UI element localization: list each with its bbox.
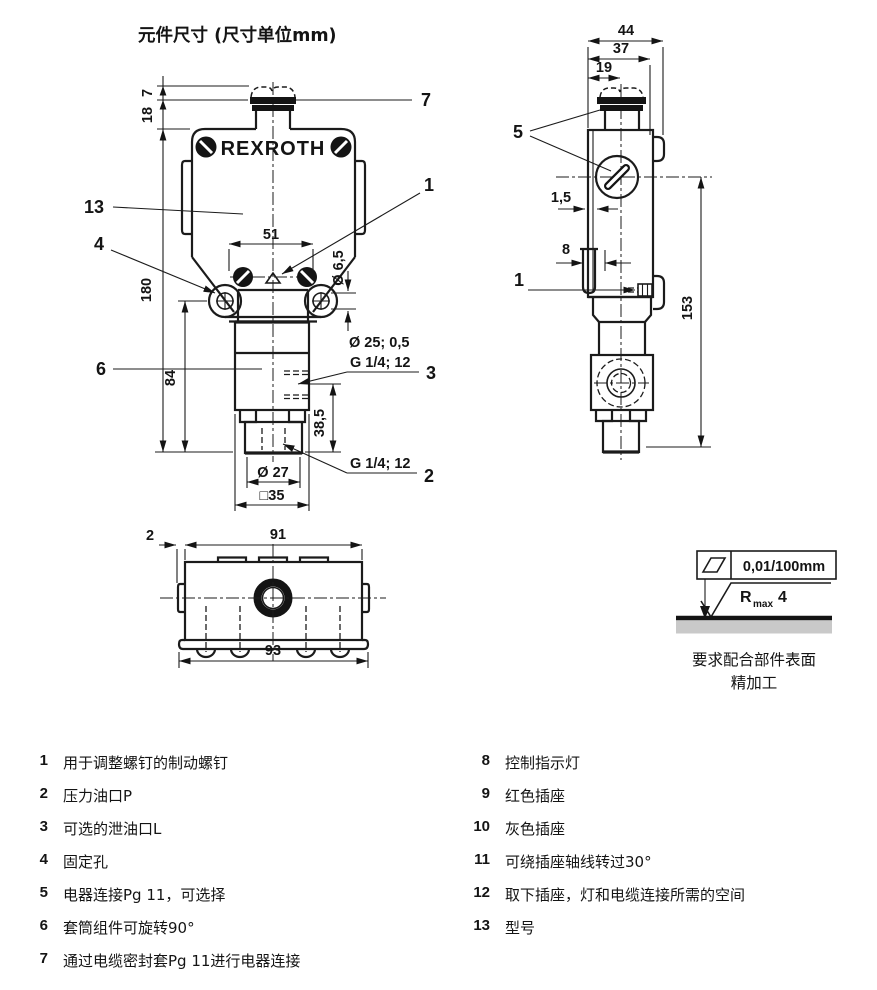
dim-7: 7	[140, 89, 156, 97]
legend-num: 11	[474, 851, 490, 868]
dim-153: 153	[680, 296, 696, 320]
dimension-drawing: 元件尺寸 (尺寸单位mm) REXROTH	[84, 23, 837, 692]
callout-7: 7	[421, 90, 431, 110]
side-view: 44 37 19 1,5 8 153 5 1	[513, 23, 712, 460]
dim-1-5: 1,5	[551, 190, 571, 206]
legend-num: 10	[473, 818, 490, 835]
legend-num: 8	[481, 752, 490, 769]
callout-3: 3	[426, 363, 436, 383]
dim-18: 18	[140, 107, 156, 123]
flatness-icon	[701, 557, 727, 573]
dim-84: 84	[163, 370, 179, 386]
callout-13: 13	[84, 197, 104, 217]
dim-180: 180	[139, 278, 155, 302]
legend-text: 灰色插座	[505, 820, 566, 838]
legend-text: 固定孔	[63, 853, 109, 871]
legend-num: 5	[39, 884, 48, 901]
legend-item-10: 10 灰色插座	[460, 818, 745, 851]
dim-91: 91	[270, 527, 286, 543]
callout-2: 2	[424, 466, 434, 486]
legend-item-11: 11 可绕插座轴线转过30°	[460, 851, 745, 884]
pressure-port-stub	[243, 420, 304, 455]
legend-num: 2	[39, 785, 48, 802]
mounting-ears	[207, 283, 339, 319]
dim-38-5: 38,5	[312, 409, 328, 437]
legend-num: 4	[39, 851, 48, 868]
legend-text: 通过电缆密封套Pg 11进行电器连接	[63, 952, 301, 970]
cable-gland-front	[250, 86, 296, 129]
callout-6: 6	[96, 359, 106, 379]
legend-right-column: 8 控制指示灯 9 红色插座 10 灰色插座 11 可绕插座轴线转过30° 12 取下插座…	[460, 752, 745, 950]
callout-1: 1	[424, 175, 434, 195]
dim-51: 51	[263, 227, 279, 243]
legend-text: 套筒组件可旋转90°	[63, 919, 195, 937]
dim-44: 44	[618, 23, 634, 39]
bottom-view: 2 91 93	[146, 527, 386, 668]
page-title: 元件尺寸 (尺寸单位mm)	[138, 25, 337, 46]
sleeve-assembly	[233, 320, 311, 424]
indicator-light-window	[594, 154, 640, 200]
dim-sq-35: □35	[260, 488, 285, 504]
legend-item-5: 5 电器连接Pg 11，可选择	[18, 884, 300, 917]
latch-bracket	[580, 247, 598, 295]
port-block	[589, 353, 655, 412]
legend-item-3: 3 可选的泄油口L	[18, 818, 300, 851]
legend-num: 7	[39, 950, 48, 967]
legend-text: 可选的泄油口L	[63, 820, 162, 838]
flatness-tolerance: 0,01/100mm	[743, 559, 825, 575]
dim-dia-6-5: Ø 6,5	[331, 250, 347, 285]
finish-note-line2: 精加工	[731, 674, 778, 692]
legend-text: 用于调整螺钉的制动螺钉	[63, 754, 229, 772]
legend-text: 取下插座，灯和电缆连接所需的空间	[505, 886, 746, 904]
legend-item-6: 6 套筒组件可旋转90°	[18, 917, 300, 950]
callout-4: 4	[94, 234, 104, 254]
legend-item-12: 12 取下插座，灯和电缆连接所需的空间	[460, 884, 745, 917]
legend-num: 12	[473, 884, 490, 901]
dim-93: 93	[265, 643, 281, 659]
dim-37: 37	[613, 41, 629, 57]
legend-num: 9	[481, 785, 490, 802]
legend-item-13: 13 型号	[460, 917, 745, 950]
brand-logo: REXROTH	[221, 138, 326, 160]
legend-num: 13	[473, 917, 490, 934]
roughness-sub: max	[753, 599, 773, 610]
legend-num: 3	[39, 818, 48, 835]
roughness-icon	[700, 582, 831, 619]
dim-g14-drain: G 1/4; 12	[350, 355, 410, 371]
dim-dia-25: Ø 25; 0,5	[349, 335, 409, 351]
dim-g14-pressure: G 1/4; 12	[350, 456, 410, 472]
legend-item-4: 4 固定孔	[18, 851, 300, 884]
legend-text: 红色插座	[505, 787, 566, 805]
legend-text: 控制指示灯	[505, 754, 581, 772]
roughness-value: 4	[778, 589, 787, 606]
locking-screws	[230, 267, 317, 287]
dim-2: 2	[146, 528, 154, 544]
front-view: REXROTH	[84, 76, 436, 511]
leader-arrow-icon	[700, 606, 710, 619]
legend-item-2: 2 压力油口P	[18, 785, 300, 818]
surface-finish-symbol: 0,01/100mm R max 4 要求配合部件表面 精加工	[676, 550, 837, 692]
legend-left-column: 1 用于调整螺钉的制动螺钉 2 压力油口P 3 可选的泄油口L 4 固定孔 5 电器连接P…	[18, 752, 301, 983]
legend-item-8: 8 控制指示灯	[460, 752, 745, 785]
cable-gland-side	[597, 87, 646, 130]
roughness-r: R	[740, 589, 752, 606]
dim-dia-27: Ø 27	[257, 465, 288, 481]
dim-19: 19	[596, 60, 612, 76]
dim-8: 8	[562, 242, 570, 258]
legend-item-1: 1 用于调整螺钉的制动螺钉	[18, 752, 300, 785]
legend-item-7: 7 通过电缆密封套Pg 11进行电器连接	[18, 950, 301, 983]
legend-text: 可绕插座轴线转过30°	[505, 853, 652, 871]
callout-5: 5	[513, 122, 523, 142]
legend-text: 型号	[505, 919, 536, 937]
legend-num: 6	[39, 917, 48, 934]
legend-text: 压力油口P	[63, 787, 133, 805]
callout-1-side: 1	[514, 270, 524, 290]
legend-item-9: 9 红色插座	[460, 785, 745, 818]
legend-text: 电器连接Pg 11，可选择	[63, 886, 226, 904]
finish-note-line1: 要求配合部件表面	[692, 651, 816, 669]
legend-num: 1	[39, 752, 48, 769]
